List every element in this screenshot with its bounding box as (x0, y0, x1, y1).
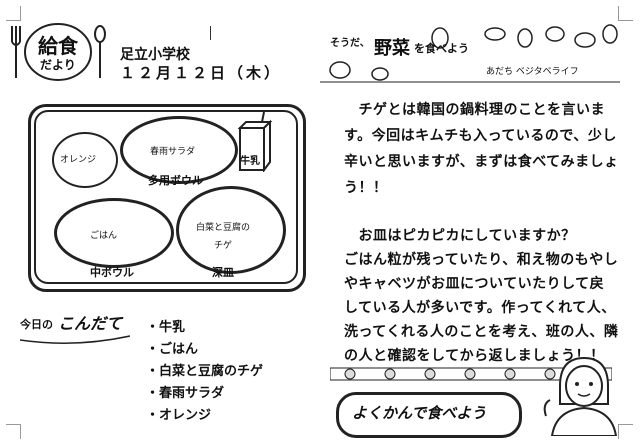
badge-title: 給食 (38, 34, 78, 58)
salad-bowl (120, 116, 238, 184)
article-line: う！！ (344, 180, 388, 196)
crop-mark-top-left (6, 6, 21, 21)
chige-label-line2: チゲ (214, 241, 233, 251)
article-line: の人と確認をしてから返しましょう！！ (344, 348, 605, 364)
rice-label: ごはん (90, 231, 118, 241)
menu-date: １２月１２日（木） (120, 64, 283, 82)
slogan-bubble (336, 392, 522, 438)
school-name: 足立小学校 (120, 47, 190, 63)
menu-title-prefix: 今日の (20, 318, 53, 331)
salad-label: 春雨サラダ (150, 147, 196, 157)
vegetable-header-illustration (320, 24, 620, 83)
fork-icon (11, 26, 21, 78)
menu-item: ・春雨サラダ (146, 386, 225, 401)
article-line: 洗ってくれる人のことを考え、班の人、隣 (344, 324, 619, 340)
meal-tray (28, 104, 306, 292)
article-line: している人が多いです。作ってくれて人、 (344, 300, 616, 316)
header-suffix: を食べよう (414, 42, 469, 55)
milk-carton-icon (237, 112, 273, 172)
menu-item: ・オレンジ (146, 408, 212, 423)
crop-mark-bottom-right (618, 424, 633, 439)
nutritionist-character-illustration (543, 356, 618, 436)
milk-label: 牛乳 (240, 156, 260, 167)
chige-label-line1: 白菜と豆腐の (196, 223, 251, 233)
today-menu-title (20, 335, 130, 344)
article-line: チゲとは韓国の鍋料理のことを言いま (344, 102, 605, 118)
crop-mark-top-right (618, 6, 633, 21)
orange-label: オレンジ (60, 155, 97, 165)
mid-bowl-label: 中ボウル (90, 266, 134, 279)
rice-bowl (54, 198, 174, 268)
article-line: 辛いと思いますが、まずは食べてみましょ (344, 154, 619, 170)
article-line: す。今回はキムチも入っているので、少し (344, 128, 617, 144)
orange-dish (52, 132, 118, 188)
article-line: お皿はピカピカにしていますか？ (344, 228, 576, 244)
multi-bowl-label: 多用ボウル (148, 174, 203, 187)
menu-item: ・ごはん (146, 342, 199, 357)
chige-bowl (176, 186, 286, 274)
vegetable-icons (329, 24, 618, 81)
cursor-mark (210, 26, 211, 40)
crop-mark-bottom-left (6, 424, 21, 439)
meal-tray-inner (34, 110, 298, 284)
deep-plate-label: 深皿 (212, 266, 234, 279)
kyushoku-dayori-badge (11, 23, 106, 81)
header-prefix: そうだ、 (330, 38, 370, 49)
spoon-icon (94, 25, 106, 78)
badge-subtitle: だより (40, 58, 76, 72)
header-main: 野菜 (374, 38, 410, 59)
vegetable-border-strip (330, 367, 612, 381)
menu-title-main: こんだて (58, 314, 123, 333)
article-line: ごはん粒が残っていたり、和え物のもやし (344, 252, 619, 268)
menu-item: ・牛乳 (146, 320, 186, 335)
header-sub: あだち ベジタベライフ (486, 67, 579, 77)
slogan-text: よくかんで食べよう (352, 404, 487, 422)
article-line: やキャベツがお皿についていたりして戻 (344, 276, 605, 292)
menu-item: ・白菜と豆腐のチゲ (146, 364, 264, 379)
